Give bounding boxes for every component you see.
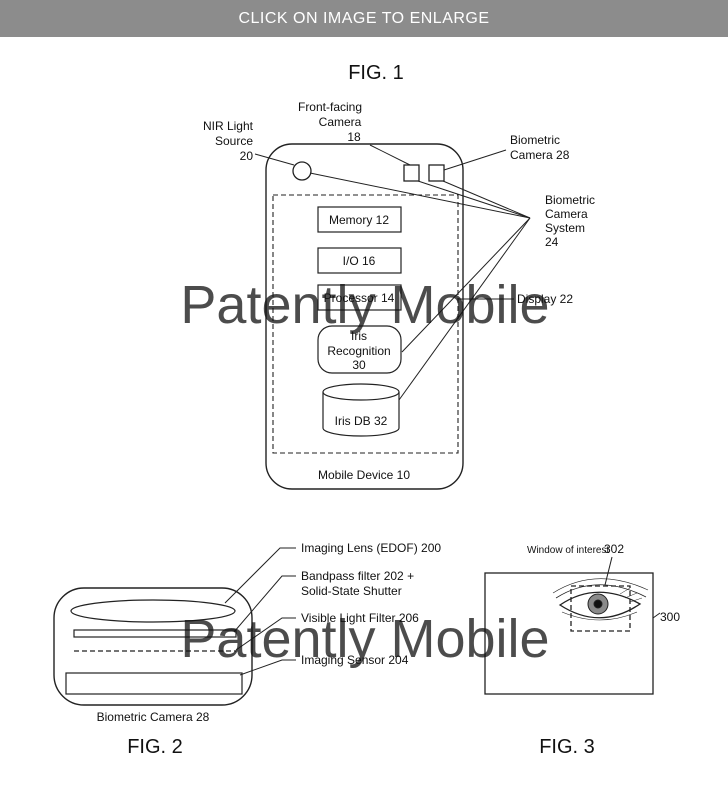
bio-sys-label-1: Biometric <box>545 193 595 207</box>
watermark-top: Patently Mobile <box>180 275 549 335</box>
processor-box <box>317 284 402 311</box>
nir-light-source <box>292 161 312 181</box>
bandpass-label-2: Solid-State Shutter <box>301 584 402 598</box>
fig1-leader-lines <box>254 144 531 401</box>
iris-recognition-label-3: 30 <box>352 358 366 372</box>
mobile-device-label: Mobile Device 10 <box>318 468 410 482</box>
iris-recognition-label-2: Recognition <box>327 344 390 358</box>
biometric-camera-label: Biometric Camera 28 <box>97 710 210 724</box>
eye-icon <box>552 578 649 621</box>
enlarge-banner-label: CLICK ON IMAGE TO ENLARGE <box>238 9 490 27</box>
bio-sys-label-2: Camera <box>545 207 588 221</box>
window-leader <box>604 556 613 586</box>
io-box <box>317 247 402 274</box>
fig3-title: FIG. 3 <box>539 736 595 758</box>
fig1-title: FIG. 1 <box>348 62 404 84</box>
front-cam-label-3: 18 <box>347 130 361 144</box>
frame-ref-label: 300 <box>660 610 680 624</box>
enlarge-banner[interactable]: CLICK ON IMAGE TO ENLARGE <box>0 0 728 37</box>
lens-label: Imaging Lens (EDOF) 200 <box>301 541 441 555</box>
fig2-title: FIG. 2 <box>127 736 183 758</box>
io-label: I/O 16 <box>343 254 376 268</box>
bio-sys-label-3: System <box>545 221 585 235</box>
nir-label-3: 20 <box>240 149 254 163</box>
processor-label: Processor 14 <box>324 291 395 305</box>
watermark-bottom: Patently Mobile <box>180 609 549 669</box>
sensor-label: Imaging Sensor 204 <box>301 653 409 667</box>
memory-box <box>317 206 402 233</box>
iris-recognition-label-1: Iris <box>351 329 367 343</box>
imaging-lens <box>70 599 236 623</box>
bandpass-filter <box>73 629 237 638</box>
nir-label-1: NIR Light <box>203 119 254 133</box>
bio-cam-label-2: Camera 28 <box>510 148 570 162</box>
display-label: Display 22 <box>517 292 573 306</box>
iris-recognition-box <box>317 325 402 374</box>
window-of-interest-number: 302 <box>604 542 624 556</box>
bandpass-label-1: Bandpass filter 202 + <box>301 569 414 583</box>
display-area <box>272 194 459 454</box>
image-frame <box>484 572 654 695</box>
window-of-interest-box <box>570 585 631 632</box>
bio-sys-label-4: 24 <box>545 235 559 249</box>
front-cam-label-1: Front-facing <box>298 100 362 114</box>
front-facing-camera <box>403 164 420 182</box>
visible-filter-label: Visible Light Filter 206 <box>301 611 419 625</box>
front-cam-label-2: Camera <box>319 115 362 129</box>
biometric-camera <box>428 164 445 182</box>
imaging-sensor <box>65 672 243 695</box>
mobile-device-outline <box>265 143 464 490</box>
fig2-leader-lines <box>224 547 296 676</box>
frame-ref-leader <box>652 612 661 619</box>
nir-label-2: Source <box>215 134 253 148</box>
window-of-interest-label: Window of interest <box>527 545 609 556</box>
bio-cam-label-1: Biometric <box>510 133 560 147</box>
iris-db-label: Iris DB 32 <box>335 414 388 428</box>
iris-db-cylinder <box>322 383 400 437</box>
biometric-camera-body <box>53 587 253 706</box>
memory-label: Memory 12 <box>329 213 389 227</box>
